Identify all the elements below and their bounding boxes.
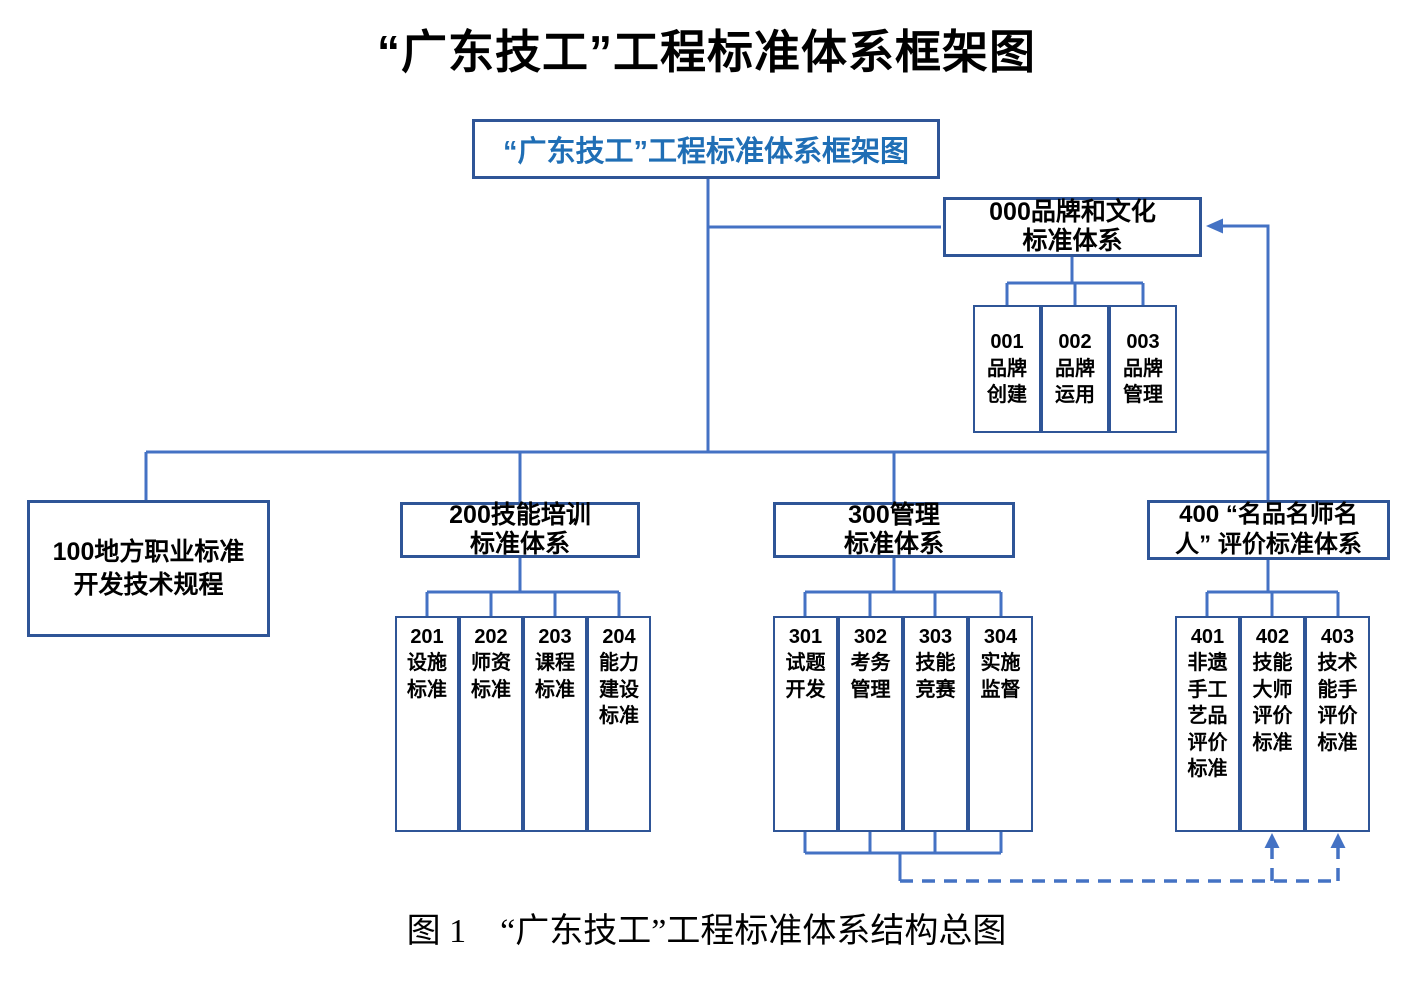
node-304: 304 实施 监督 <box>968 616 1033 832</box>
connector-300-bottom-bus <box>803 831 1003 881</box>
node-root: “广东技工”工程标准体系框架图 <box>472 119 940 179</box>
node-002: 002 品牌 运用 <box>1041 305 1109 433</box>
node-203: 203 课程 标准 <box>523 616 587 832</box>
node-100: 100地方职业标准 开发技术规程 <box>27 500 270 637</box>
node-201: 201 设施 标准 <box>395 616 459 832</box>
node-003: 003 品牌 管理 <box>1109 305 1177 433</box>
arrowhead-into-000 <box>1206 218 1223 234</box>
group-000-children: 001 品牌 创建 002 品牌 运用 003 品牌 管理 <box>973 305 1177 433</box>
node-202: 202 师资 标准 <box>459 616 523 832</box>
page-title: “广东技工”工程标准体系框架图 <box>377 26 1036 78</box>
node-401: 401 非遗 手工 艺品 评价 标准 <box>1175 616 1240 832</box>
connector-300-children <box>803 557 1003 617</box>
connector-feedback-to-000 <box>1214 224 1270 501</box>
node-301: 301 试题 开发 <box>773 616 838 832</box>
figure-caption: 图 1 “广东技工”工程标准体系结构总图 <box>406 913 1007 950</box>
connector-400-children <box>1205 559 1340 617</box>
group-300-children: 301 试题 开发 302 考务 管理 303 技能 竞赛 304 实施 监督 <box>773 616 1033 832</box>
node-302: 302 考务 管理 <box>838 616 903 832</box>
node-200: 200技能培训 标准体系 <box>400 501 640 558</box>
connector-200-children <box>425 557 621 617</box>
node-400: 400 “名品名师名 人” 评价标准体系 <box>1147 500 1390 560</box>
node-303: 303 技能 竞赛 <box>903 616 968 832</box>
node-403: 403 技术 能手 评价 标准 <box>1305 616 1370 832</box>
connector-000-children <box>1005 256 1145 306</box>
arrowhead-into-402 <box>1264 833 1280 848</box>
node-000: 000品牌和文化 标准体系 <box>943 197 1202 257</box>
group-400-children: 401 非遗 手工 艺品 评价 标准 402 技能 大师 评价 标准 403 技… <box>1175 616 1370 832</box>
node-402: 402 技能 大师 评价 标准 <box>1240 616 1305 832</box>
node-204: 204 能力 建设 标准 <box>587 616 651 832</box>
node-001: 001 品牌 创建 <box>973 305 1041 433</box>
group-200-children: 201 设施 标准 202 师资 标准 203 课程 标准 204 能力 建设 … <box>395 616 651 832</box>
dashed-feedback-connectors <box>900 847 1340 883</box>
arrowhead-into-403 <box>1330 833 1346 848</box>
node-300: 300管理 标准体系 <box>773 501 1015 558</box>
